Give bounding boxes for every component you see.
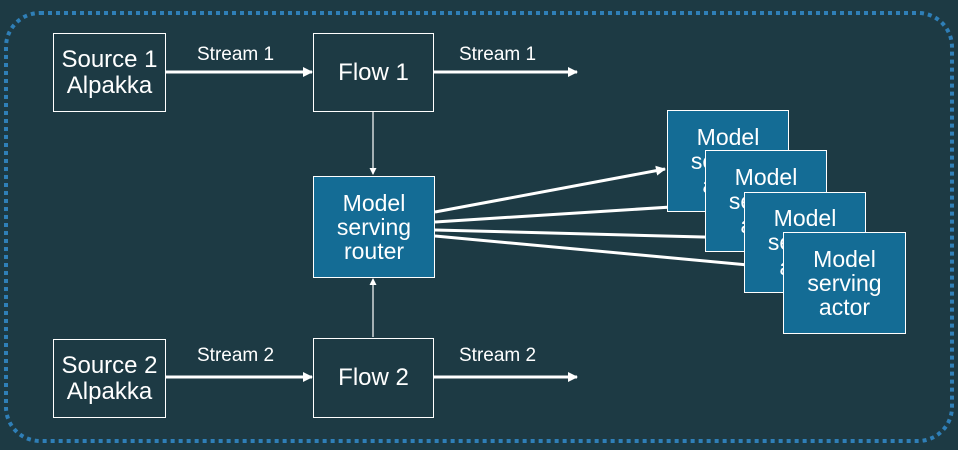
model-serving-actor-node-4: Model serving actor xyxy=(783,232,906,334)
flow-2-node: Flow 2 xyxy=(313,338,434,418)
source-2-node: Source 2 Alpakka xyxy=(53,339,166,418)
edge-label-flow1-out: Stream 1 xyxy=(459,44,537,65)
source-1-node: Source 1 Alpakka xyxy=(53,33,166,112)
edge-router-to-actor4 xyxy=(434,234,782,273)
edge-router-to-actor1 xyxy=(434,165,666,214)
flow-1-node: Flow 1 xyxy=(313,33,434,112)
edge-label-flow2-out: Stream 2 xyxy=(459,345,537,366)
edge-label-source1-to-flow1: Stream 1 xyxy=(197,44,275,65)
edge-router-to-actor3 xyxy=(434,228,743,243)
model-serving-router-node: Model serving router xyxy=(313,176,435,278)
edge-label-source2-to-flow2: Stream 2 xyxy=(197,345,275,366)
edge-router-to-actor2 xyxy=(434,200,704,224)
